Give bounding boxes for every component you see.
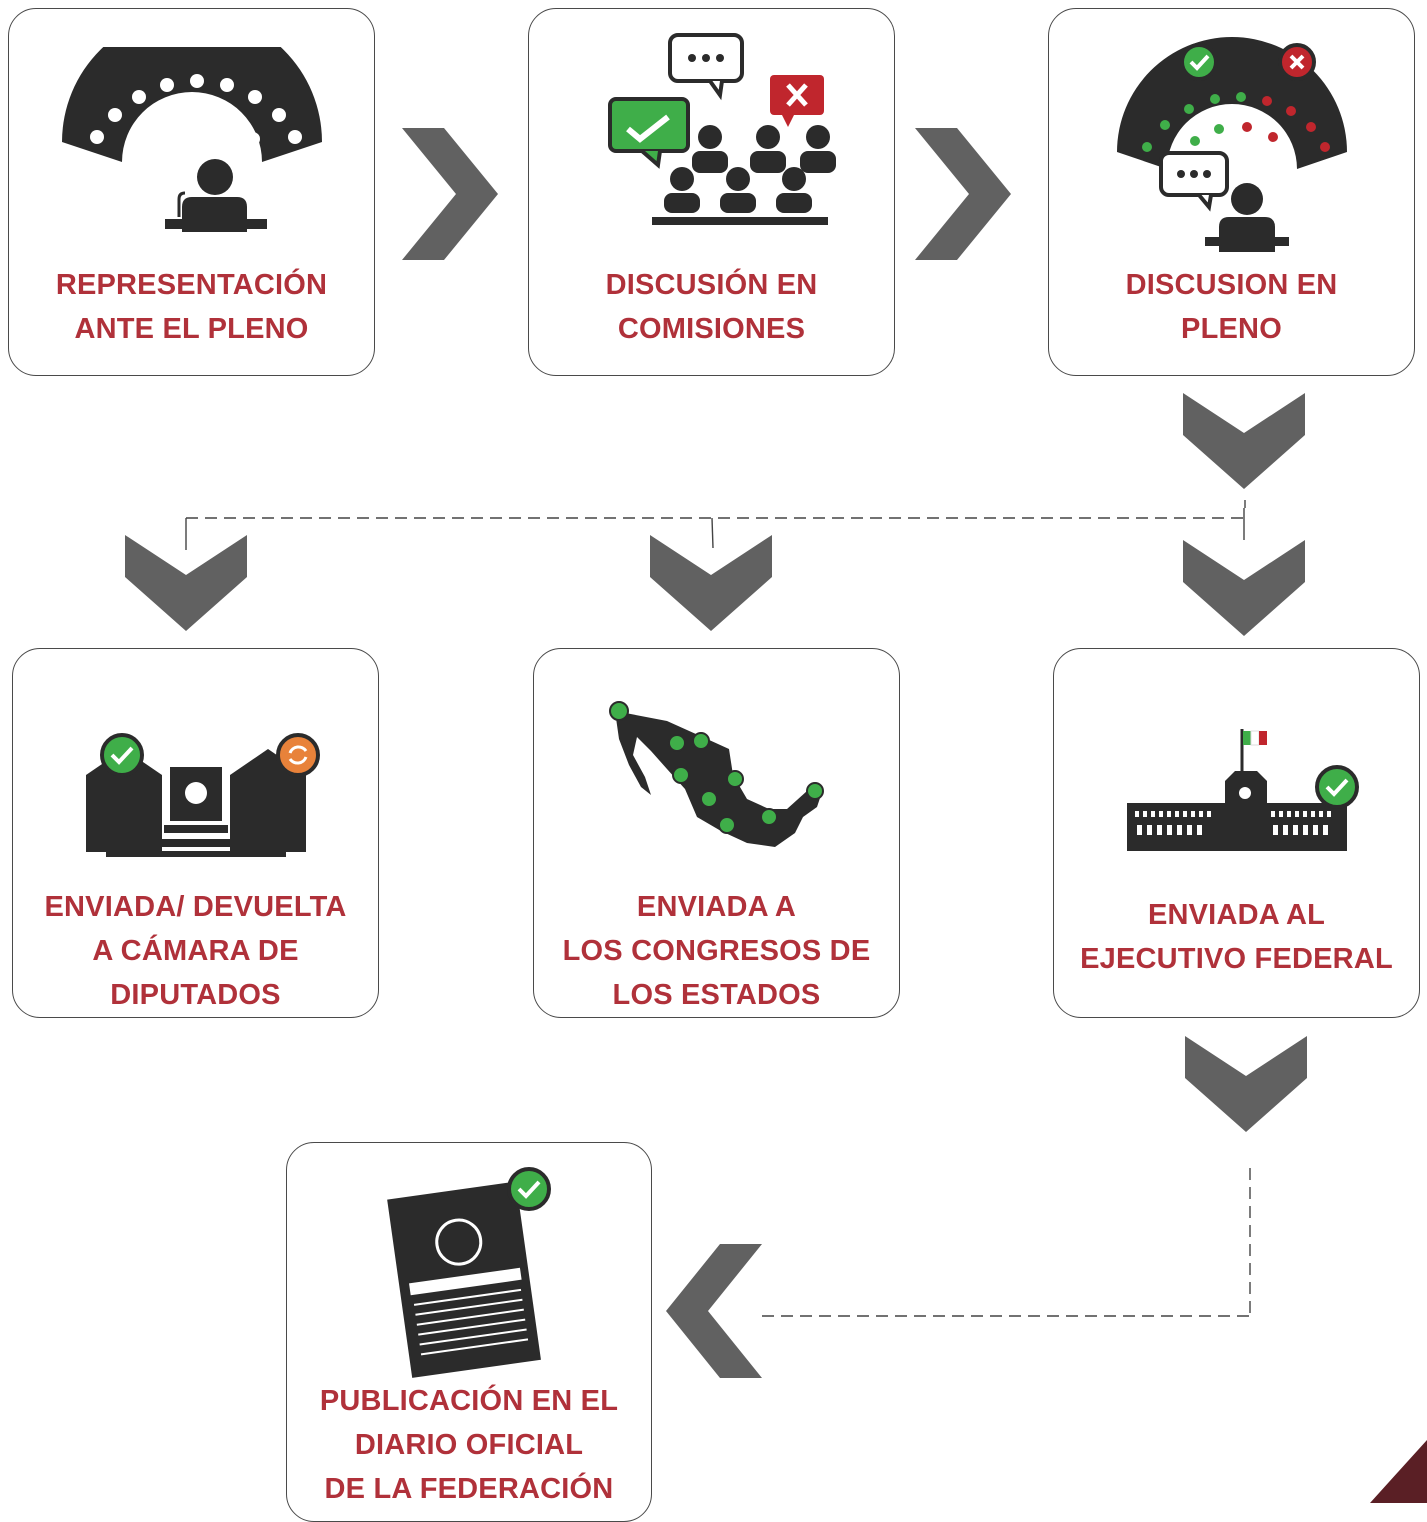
- step-camara-card: ENVIADA/ DEVUELTA A CÁMARA DE DIPUTADOS: [12, 648, 379, 1018]
- step-label-line: DISCUSIÓN EN: [605, 269, 818, 301]
- step-label-line: ENVIADA/ DEVUELTA: [44, 891, 347, 923]
- chevron-down-icon: [1183, 540, 1305, 636]
- chamber-building-icon: [13, 727, 378, 867]
- step-label-line: REPRESENTACIÓN: [55, 269, 328, 301]
- step-representacion-card: REPRESENTACIÓN ANTE EL PLENO: [8, 8, 375, 376]
- chevron-down-icon: [1183, 393, 1305, 489]
- step-label-line: DIARIO OFICIAL: [354, 1429, 584, 1461]
- step-label-line: PLENO: [1181, 313, 1282, 345]
- step-publicacion-card: PUBLICACIÓN EN EL DIARIO OFICIAL DE LA F…: [286, 1142, 652, 1522]
- step-label-line: LOS ESTADOS: [612, 979, 821, 1011]
- step-label-line: A CÁMARA DE: [92, 935, 299, 967]
- step-label-line: COMISIONES: [617, 313, 806, 345]
- step-label-line: ENVIADA AL: [1147, 899, 1326, 931]
- step-label-line: ENVIADA A: [636, 891, 797, 923]
- corner-decoration: [1370, 1440, 1427, 1503]
- step-congresos-card: ENVIADA A LOS CONGRESOS DE LOS ESTADOS: [533, 648, 900, 1018]
- step-label-line: DIPUTADOS: [110, 979, 281, 1011]
- step-comisiones-card: DISCUSIÓN EN COMISIONES: [528, 8, 895, 376]
- chevron-left-icon: [666, 1244, 762, 1378]
- plenary-speaker-icon: [9, 47, 374, 237]
- chevron-right-icon: [915, 128, 1011, 260]
- step-pleno-card: DISCUSION EN PLENO: [1048, 8, 1415, 376]
- chevron-down-icon: [1185, 1036, 1307, 1132]
- step-label-line: PUBLICACIÓN EN EL: [319, 1385, 619, 1417]
- national-palace-icon: [1054, 725, 1419, 855]
- chevron-down-icon: [650, 535, 772, 631]
- step-label-line: LOS CONGRESOS DE: [562, 935, 871, 967]
- step-label-line: EJECUTIVO FEDERAL: [1080, 943, 1393, 975]
- step-ejecutivo-card: ENVIADA AL EJECUTIVO FEDERAL: [1053, 648, 1420, 1018]
- step-label-line: ANTE EL PLENO: [74, 313, 309, 345]
- mexico-map-icon: [534, 691, 899, 861]
- chevron-right-icon: [402, 128, 498, 260]
- chevron-down-icon: [125, 535, 247, 631]
- step-label-line: DISCUSION EN: [1125, 269, 1338, 301]
- step-label-line: DE LA FEDERACIÓN: [324, 1473, 614, 1505]
- official-gazette-document-icon: [287, 1159, 651, 1379]
- committee-discussion-icon: [529, 31, 894, 241]
- plenary-vote-icon: [1049, 37, 1414, 257]
